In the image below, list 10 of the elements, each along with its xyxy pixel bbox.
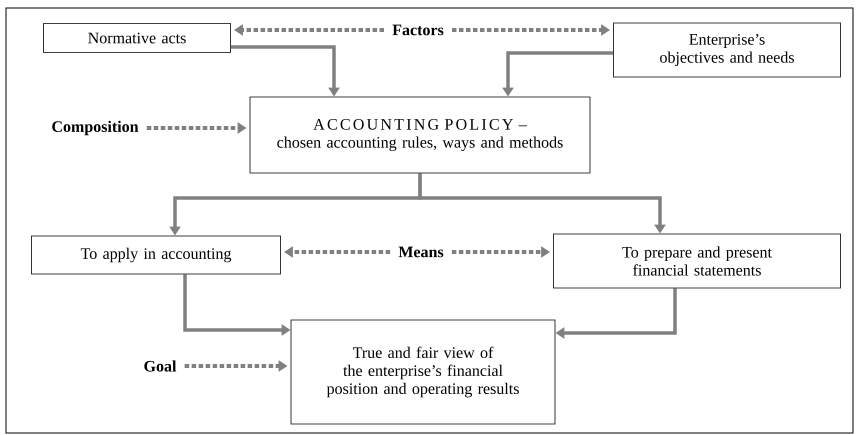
text-box: Normative acts xyxy=(43,23,231,53)
text-box: To prepare and present financial statements xyxy=(553,234,841,288)
text-box: ACCOUNTING POLICY – chosen accounting rules, ways and methods xyxy=(250,96,590,174)
bold-label: Means xyxy=(398,246,444,258)
text-box: Enterprise’s objectives and needs xyxy=(613,22,841,78)
text-box: To apply in accounting xyxy=(31,236,281,274)
bold-label: Goal xyxy=(144,360,176,372)
bold-label: Composition xyxy=(52,120,138,136)
bold-label: Factors xyxy=(392,24,444,36)
text-box: True and fair view of the enterprise’s financial position and operating results xyxy=(290,320,556,424)
